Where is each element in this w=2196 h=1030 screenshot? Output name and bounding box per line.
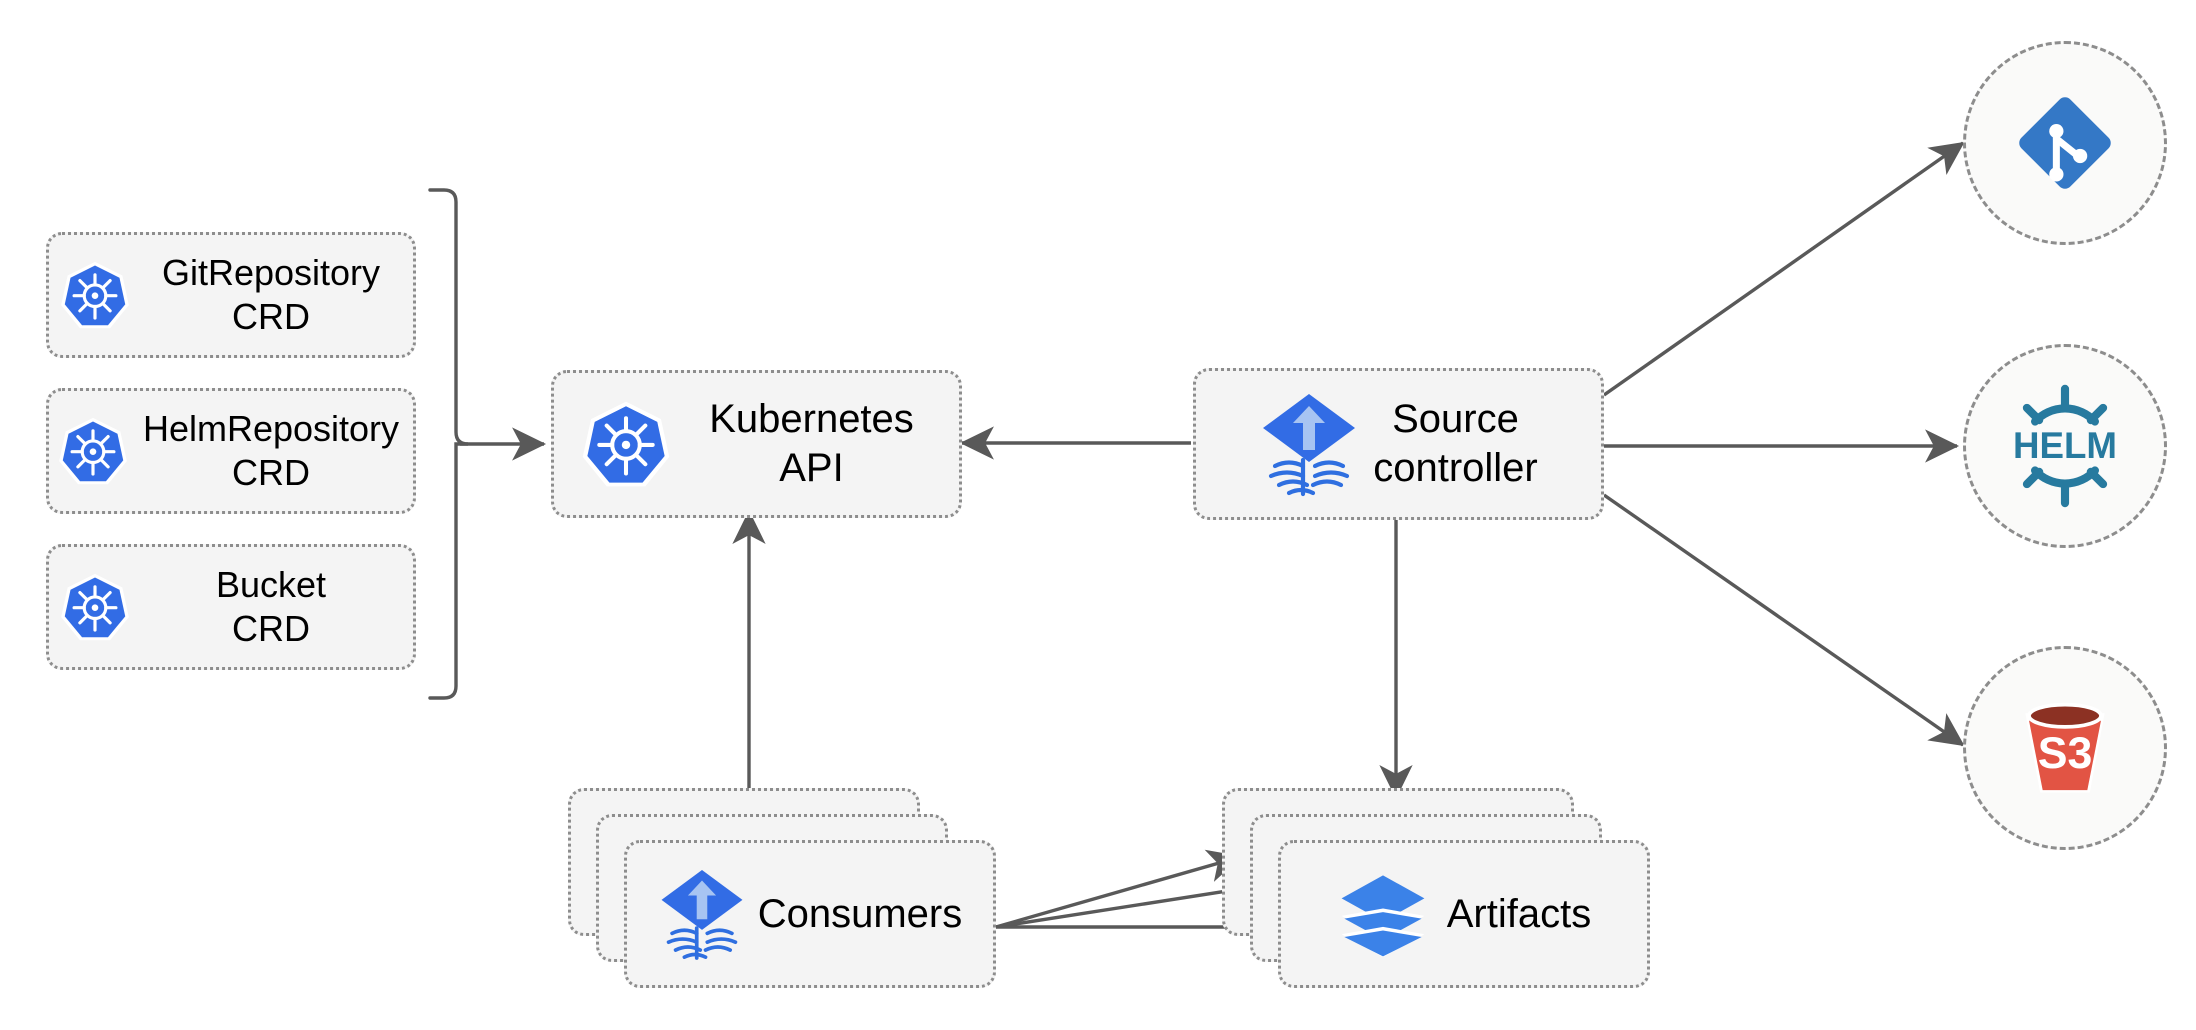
crd-label-bucket: Bucket CRD xyxy=(215,564,327,649)
artifacts-card-front[interactable]: Artifacts xyxy=(1278,840,1650,988)
external-s3-circle[interactable]: S3 xyxy=(1963,646,2167,850)
crd-box-gitrepository[interactable]: GitRepository CRD xyxy=(46,232,416,358)
edge-consumers-to-artifacts-1 xyxy=(995,849,1242,929)
artifacts-stack[interactable]: Artifacts xyxy=(1222,788,1662,988)
crd-label-helmrepository: HelmRepository CRD xyxy=(142,408,400,493)
external-git-circle[interactable] xyxy=(1963,41,2167,245)
external-helm-circle[interactable]: HELM xyxy=(1963,344,2167,548)
kubernetes-api-box[interactable]: Kubernetes API xyxy=(551,370,962,518)
flux-icon xyxy=(1259,390,1359,498)
consumers-card-front[interactable]: Consumers xyxy=(624,840,996,988)
helm-wordmark: HELM xyxy=(2013,425,2117,466)
flux-icon xyxy=(658,866,746,962)
kubernetes-api-label: Kubernetes API xyxy=(709,397,914,490)
artifacts-label: Artifacts xyxy=(1446,891,1592,936)
crd-box-helmrepository[interactable]: HelmRepository CRD xyxy=(46,388,416,514)
crd-box-bucket[interactable]: Bucket CRD xyxy=(46,544,416,670)
consumers-label: Consumers xyxy=(757,891,963,936)
s3-wordmark: S3 xyxy=(2038,729,2093,778)
crd-label-gitrepository: GitRepository CRD xyxy=(161,252,381,337)
kubernetes-icon xyxy=(59,259,131,331)
s3-bucket-icon: S3 xyxy=(2003,686,2127,810)
kubernetes-icon xyxy=(57,415,129,487)
edge-source-controller-to-s3 xyxy=(1603,493,1965,747)
layers-icon xyxy=(1337,868,1429,960)
source-controller-label: Source controller xyxy=(1373,397,1538,490)
crd-group-bracket xyxy=(428,188,469,700)
source-controller-box[interactable]: Source controller xyxy=(1193,368,1604,520)
consumers-stack[interactable]: Consumers xyxy=(568,788,1008,988)
git-icon xyxy=(2011,89,2119,197)
helm-icon: HELM xyxy=(1997,378,2133,514)
kubernetes-icon xyxy=(580,398,672,490)
kubernetes-icon xyxy=(59,571,131,643)
edge-source-controller-to-git xyxy=(1603,141,1965,397)
